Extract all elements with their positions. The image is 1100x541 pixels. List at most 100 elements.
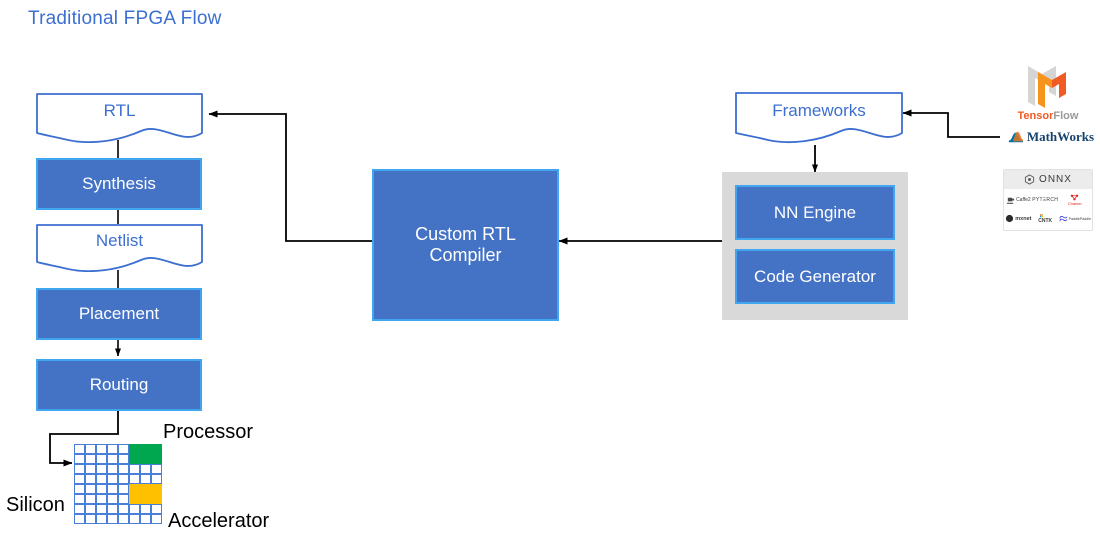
onnx-member-pytorch-label: PYTΞRCH bbox=[1032, 197, 1059, 204]
mathworks-membrane-icon bbox=[1008, 131, 1023, 143]
synthesis-box[interactable]: Synthesis bbox=[36, 158, 202, 210]
grid-cell bbox=[107, 484, 118, 494]
nn-engine-label: NN Engine bbox=[773, 202, 857, 222]
grid-cell bbox=[107, 464, 118, 474]
mxnet-icon bbox=[1006, 215, 1014, 223]
frameworks-document-shape[interactable]: Frameworks bbox=[735, 92, 903, 144]
grid-cell bbox=[85, 504, 96, 514]
grid-cell bbox=[151, 474, 162, 484]
grid-cell bbox=[96, 504, 107, 514]
grid-cell bbox=[85, 484, 96, 494]
onnx-member-logos: Caffe2 PYTΞRCH Chainer bbox=[1004, 189, 1092, 230]
grid-cell bbox=[118, 444, 129, 454]
onnx-header: ONNX bbox=[1004, 170, 1092, 189]
grid-cell bbox=[107, 474, 118, 484]
grid-cell bbox=[85, 444, 96, 454]
grid-cell bbox=[96, 454, 107, 464]
routing-box[interactable]: Routing bbox=[36, 359, 202, 411]
onnx-member-mxnet: mxnet bbox=[1005, 214, 1032, 223]
caffe2-icon bbox=[1006, 197, 1015, 204]
silicon-label: Silicon bbox=[6, 494, 65, 516]
grid-cell bbox=[96, 474, 107, 484]
grid-cell bbox=[118, 484, 129, 494]
grid-cell bbox=[107, 514, 118, 524]
compiler-label-line2: Compiler bbox=[429, 245, 502, 265]
mathworks-name: MathWorks bbox=[1026, 129, 1094, 144]
grid-cell bbox=[151, 504, 162, 514]
accelerator-block bbox=[129, 484, 162, 504]
grid-cell bbox=[118, 474, 129, 484]
accelerator-label: Accelerator bbox=[168, 510, 270, 532]
onnx-member-caffe2: Caffe2 bbox=[1006, 196, 1031, 205]
placement-box[interactable]: Placement bbox=[36, 288, 202, 340]
tensorflow-icon bbox=[1028, 66, 1066, 108]
grid-cell bbox=[74, 484, 85, 494]
grid-cell bbox=[118, 494, 129, 504]
grid-cell bbox=[85, 464, 96, 474]
compiler-label-line1: Custom RTL bbox=[415, 224, 516, 245]
grid-cell bbox=[96, 514, 107, 524]
grid-cell bbox=[129, 514, 140, 524]
silicon-grid[interactable] bbox=[74, 444, 162, 524]
grid-cell bbox=[74, 474, 85, 484]
grid-cell bbox=[74, 454, 85, 464]
tensorflow-name-part2: Flow bbox=[1053, 110, 1079, 122]
grid-cell bbox=[118, 464, 129, 474]
chainer-icon bbox=[1071, 194, 1079, 201]
processor-label: Processor bbox=[163, 421, 254, 443]
grid-cell bbox=[107, 454, 118, 464]
grid-cell bbox=[85, 494, 96, 504]
custom-rtl-compiler-box[interactable]: Custom RTL Compiler bbox=[372, 169, 559, 321]
onnx-member-caffe2-label: Caffe2 bbox=[1016, 197, 1031, 204]
tensorflow-logo: TensorFlow bbox=[1004, 62, 1092, 124]
grid-cell bbox=[118, 454, 129, 464]
page-title: Traditional FPGA Flow bbox=[28, 8, 222, 29]
engine-panel: NN Engine Code Generator bbox=[722, 172, 908, 320]
nn-engine-box[interactable]: NN Engine bbox=[735, 185, 895, 240]
placement-label: Placement bbox=[78, 304, 160, 324]
onnx-member-cntk-label: CNTK bbox=[1038, 217, 1053, 224]
onnx-member-chainer: Chainer bbox=[1068, 194, 1082, 206]
grid-cell bbox=[140, 504, 151, 514]
onnx-icon bbox=[1024, 174, 1035, 185]
grid-cell bbox=[129, 464, 140, 474]
grid-cell bbox=[107, 504, 118, 514]
grid-cell bbox=[151, 514, 162, 524]
netlist-document-shape[interactable]: Netlist bbox=[36, 224, 203, 272]
grid-cell bbox=[151, 464, 162, 474]
grid-cell bbox=[107, 444, 118, 454]
onnx-member-cntk: CNTK bbox=[1038, 214, 1052, 224]
grid-cell bbox=[140, 464, 151, 474]
microsoft-icon bbox=[1040, 214, 1044, 217]
grid-cell bbox=[129, 474, 140, 484]
routing-label: Routing bbox=[89, 375, 149, 395]
onnx-member-chainer-label: Chainer bbox=[1067, 201, 1082, 207]
rtl-document-shape[interactable]: RTL bbox=[36, 93, 203, 143]
grid-cell bbox=[96, 484, 107, 494]
code-generator-box[interactable]: Code Generator bbox=[735, 249, 895, 304]
grid-cell bbox=[140, 514, 151, 524]
grid-cell bbox=[118, 514, 129, 524]
grid-cell bbox=[96, 444, 107, 454]
grid-cell bbox=[85, 454, 96, 464]
grid-cell bbox=[74, 494, 85, 504]
grid-cell bbox=[140, 474, 151, 484]
grid-cell bbox=[96, 464, 107, 474]
grid-cell bbox=[129, 504, 140, 514]
onnx-member-paddlepaddle-label: PaddlePaddle bbox=[1068, 216, 1091, 221]
grid-cell bbox=[74, 514, 85, 524]
grid-cell bbox=[74, 464, 85, 474]
mathworks-logo: MathWorks bbox=[1008, 127, 1094, 147]
onnx-member-paddlepaddle: PaddlePaddle bbox=[1059, 215, 1091, 223]
grid-cell bbox=[74, 444, 85, 454]
grid-cell bbox=[85, 474, 96, 484]
onnx-panel: ONNX Caffe2 PYTΞRCH bbox=[1003, 169, 1093, 231]
grid-cell bbox=[74, 504, 85, 514]
code-generator-label: Code Generator bbox=[754, 266, 876, 286]
grid-cell bbox=[85, 514, 96, 524]
onnx-member-mxnet-label: mxnet bbox=[1015, 215, 1032, 222]
onnx-member-pytorch: PYTΞRCH bbox=[1032, 197, 1058, 203]
tensorflow-name-part1: Tensor bbox=[1017, 110, 1054, 122]
synthesis-label: Synthesis bbox=[82, 174, 156, 194]
